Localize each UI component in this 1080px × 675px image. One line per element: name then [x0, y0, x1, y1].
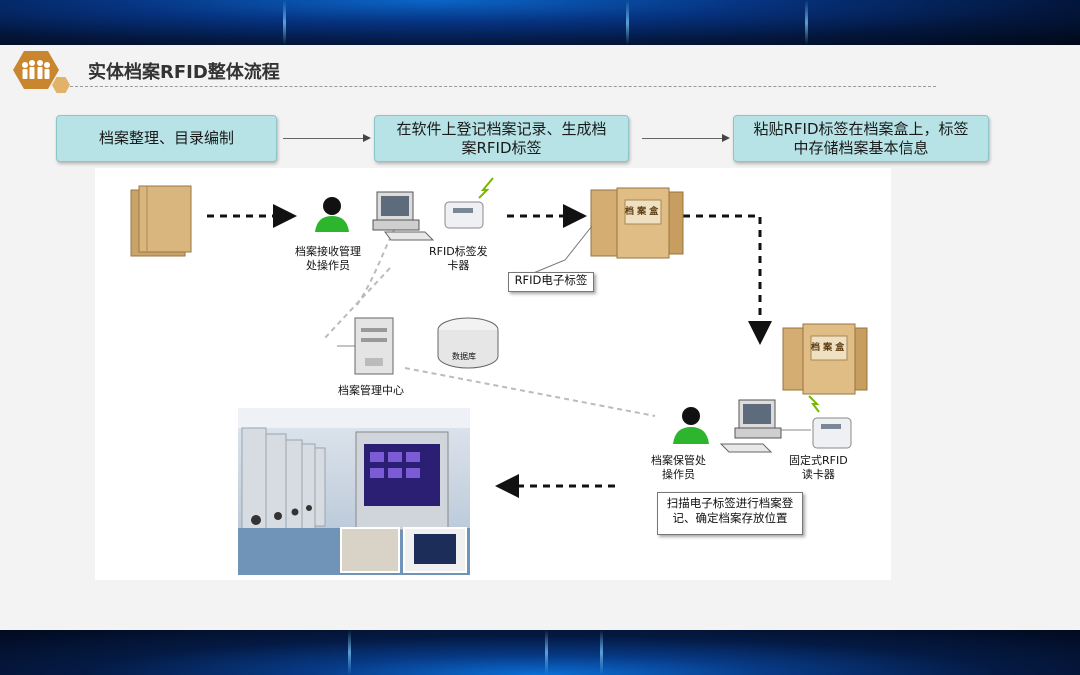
- scan-note-callout: 扫描电子标签进行档案登记、确定档案存放位置: [657, 492, 803, 535]
- server-icon: [354, 317, 394, 375]
- network-link: [404, 367, 656, 417]
- database-icon: [437, 317, 499, 369]
- page-title: 实体档案RFID整体流程: [88, 62, 280, 83]
- light-streak: [545, 630, 548, 675]
- rfid-issuer-icon: [444, 177, 494, 229]
- receiver-operator-label: 档案接收管理处操作员: [295, 245, 361, 272]
- archive-room-photo: [238, 408, 470, 575]
- step-label: 粘贴RFID标签在档案盒上，标签: [753, 119, 969, 138]
- light-streak: [600, 630, 603, 675]
- management-center-label: 档案管理中心: [338, 384, 404, 397]
- people-hexagon-icon: [13, 51, 59, 89]
- step-attach-tag: 粘贴RFID标签在档案盒上，标签 中存储档案基本信息: [733, 115, 989, 162]
- step-arrow-head: [363, 134, 371, 142]
- step-arrow-head: [722, 134, 730, 142]
- bottom-banner: [0, 630, 1080, 675]
- archive-folders-icon: [130, 185, 192, 257]
- step-arrow: [642, 138, 722, 139]
- step-register: 在软件上登记档案记录、生成档 案RFID标签: [374, 115, 629, 162]
- tag-issuer-label: RFID标签发卡器: [429, 245, 488, 272]
- light-streak: [348, 630, 351, 675]
- keeper-operator-label: 档案保管处操作员: [651, 454, 706, 481]
- database-label: 数据库: [452, 352, 476, 361]
- archive-box-icon: [782, 323, 868, 395]
- step-label: 案RFID标签: [461, 138, 542, 157]
- operator-icon: [673, 407, 709, 444]
- box-label: 档 案 盒: [811, 343, 845, 353]
- rfid-reader-icon: [808, 395, 852, 449]
- network-link: [322, 267, 391, 341]
- light-streak: [626, 0, 629, 45]
- step-organize: 档案整理、目录编制: [56, 115, 277, 162]
- step-arrow: [283, 138, 363, 139]
- rfid-tag-callout: RFID电子标签: [508, 272, 594, 292]
- operator-icon: [315, 197, 349, 232]
- small-hexagon-icon: [52, 77, 70, 93]
- top-banner: [0, 0, 1080, 45]
- rfid-flow-diagram: 档案接收管理处操作员 RFID标签发卡器 RFID电子标签 档 案 盒 档 案 …: [95, 168, 891, 580]
- computer-icon: [719, 399, 782, 453]
- title-divider: [70, 86, 936, 87]
- light-streak: [283, 0, 286, 45]
- step-label: 档案整理、目录编制: [98, 129, 234, 147]
- step-label: 在软件上登记档案记录、生成档: [396, 119, 607, 138]
- archive-box-icon: [590, 187, 684, 259]
- computer-icon: [372, 191, 435, 241]
- light-streak: [805, 0, 808, 45]
- box-label: 档 案 盒: [625, 207, 659, 217]
- step-label: 中存储档案基本信息: [793, 138, 929, 157]
- flow-arrow: [683, 214, 772, 345]
